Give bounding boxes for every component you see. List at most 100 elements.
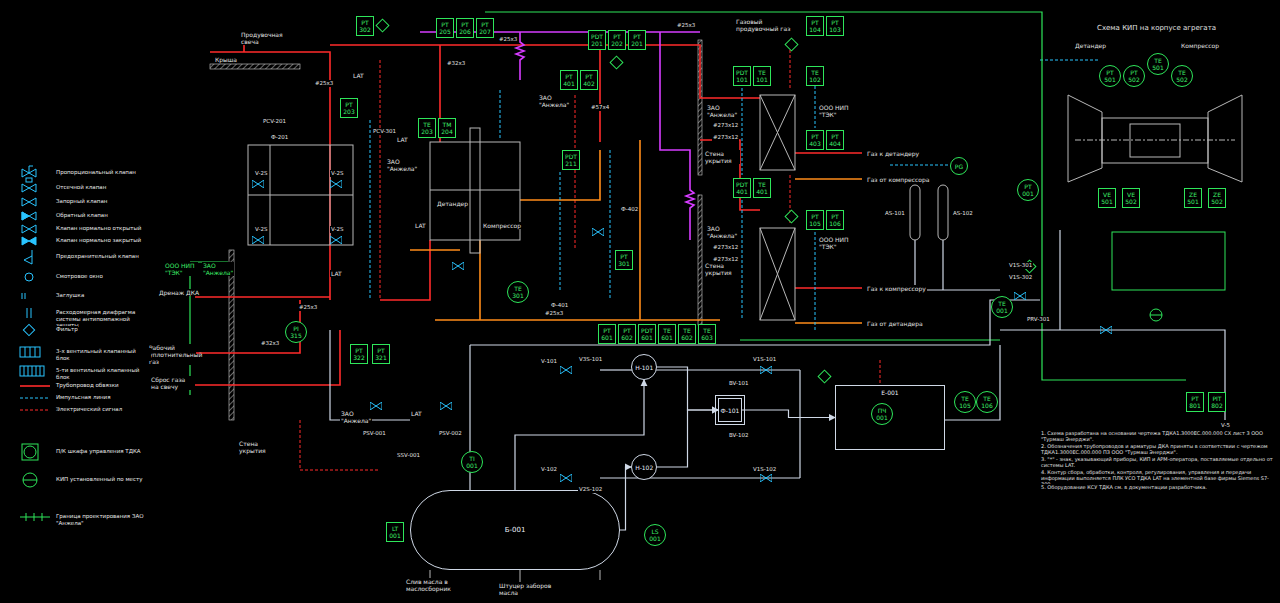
instrument-circle: TE 301 (507, 281, 529, 303)
legend-symbol (25, 347, 35, 357)
instrument-tag: PT 105 (806, 210, 824, 230)
instrument-tag: PDT 211 (562, 150, 580, 170)
tag-text: TE 301 (511, 285, 526, 299)
annotation-label: LAT (410, 410, 423, 417)
oil-vessel: Б-001 (410, 490, 620, 570)
instrument-tag: PT 404 (826, 130, 844, 150)
valve-symbol (560, 366, 572, 374)
valve-symbol (370, 402, 382, 410)
oil-pipe (435, 319, 720, 321)
instrument-tag: PDT 101 (733, 66, 751, 86)
legend-symbol (24, 366, 40, 376)
plc-signal-diamond (785, 38, 798, 51)
instrument-circle: PT 502 (1123, 65, 1145, 87)
legend-text: Обратный клапан (56, 212, 108, 219)
annotation-label: Газ от детандера (866, 320, 924, 327)
instrument-tag: PIT 802 (1208, 392, 1226, 412)
annotation-label: ЗАО "Анжела" (706, 225, 738, 239)
purge-pipe (660, 32, 694, 240)
instrument-tag: PT 321 (372, 344, 390, 364)
instrument-circle: PG (950, 157, 968, 175)
equipment-outline (760, 95, 795, 170)
legend-symbol (22, 212, 29, 220)
legend-symbol (20, 166, 50, 521)
annotation-label: PSV-002 (438, 430, 463, 437)
impulse-line (610, 150, 611, 300)
legend-symbol (25, 273, 33, 281)
pump-symbol: Н-101 (631, 354, 657, 380)
instrument-tag: ZE 502 (1208, 188, 1226, 208)
pipe-connector (620, 467, 631, 530)
legend-symbol (26, 178, 32, 182)
tag-text: PDT 401 (734, 181, 750, 195)
legend-text: Клапан нормально открытый (56, 225, 141, 232)
oil-pipe (639, 140, 641, 320)
annotation-label: Стена укрытия (704, 150, 740, 164)
equipment-outline (1150, 315, 1162, 316)
annotation-label: #25x3 (298, 304, 318, 311)
legend-symbol (22, 225, 36, 233)
tag-text: LS 001 (648, 528, 663, 542)
annotation-label: PSV-001 (362, 430, 387, 437)
equipment-outline (1130, 124, 1180, 157)
annotation-label: SSV-001 (396, 452, 421, 459)
annotation-label: ООО НИП "ТЭК" (818, 104, 852, 118)
annotation-label: ЗАО "Анжела" (538, 94, 570, 108)
legend-text: 5-ти вентильный клапанный блок (56, 367, 151, 380)
gas-pipe (330, 45, 760, 98)
tag-text: TE 001 (995, 300, 1010, 314)
instrument-tag: PT 322 (350, 344, 368, 364)
valve-symbol (252, 236, 264, 244)
instrument-tag: PT 201 (628, 30, 646, 50)
equipment-outline (1075, 140, 1235, 141)
annotation-label: LAT (352, 72, 365, 79)
tag-text: PI 315 (289, 325, 304, 339)
tag-text: TE 502 (1175, 69, 1190, 83)
tag-text: TE 101 (754, 69, 770, 83)
annotation-label: V1S-101 (752, 356, 777, 363)
annotation-label: #273x12 (712, 134, 739, 141)
tag-text: TE 105 (958, 395, 973, 409)
tag-text: VE 502 (1123, 191, 1139, 205)
equipment-outline (248, 145, 353, 245)
tag-text: PT 501 (1103, 69, 1118, 83)
valve-symbol (252, 180, 1112, 482)
annotation-label: #25x3 (498, 36, 518, 43)
tag-text: PT 207 (477, 21, 493, 35)
legend-symbol (22, 198, 36, 206)
valve-symbol (440, 402, 452, 410)
electrical-signal (380, 60, 381, 300)
legend-symbol (24, 250, 32, 264)
annotation-label: V-101 (540, 358, 558, 365)
tag-text: PT 203 (341, 101, 357, 115)
tag-text: PT 801 (1187, 395, 1203, 409)
tag-text: PDT 211 (563, 153, 579, 167)
legend-text: Трубопровод обвязки (56, 382, 119, 389)
pump-symbol: Н-102 (631, 454, 657, 480)
annotation-label: V-2S (254, 226, 268, 233)
instrument-circle: TE 502 (1171, 65, 1193, 87)
plc-signal-diamond (376, 19, 1036, 383)
annotation-label: V1S-302 (1008, 274, 1033, 281)
tag-text: PT 321 (373, 347, 389, 361)
legend-symbol (24, 446, 36, 458)
legend-symbol (23, 480, 37, 481)
equipment-outline (938, 185, 948, 240)
equipment-outline (248, 95, 1242, 585)
annotation-label: Слив масла в маслосборник (405, 578, 469, 592)
annotation-label: Стена укрытия (238, 440, 274, 454)
legend-text: Фильтр (56, 326, 78, 333)
tag-text: PT 402 (581, 73, 597, 87)
tag-text: TE 106 (980, 395, 995, 409)
note-text: 3. "*" - знак, указывающий приборы, КИП … (1040, 456, 1277, 468)
tag-text: PT 302 (357, 19, 373, 33)
instrument-tag: TE 601 (658, 324, 676, 344)
instrument-tag: PDT 401 (733, 178, 751, 198)
tag-text: TI 001 (465, 455, 480, 469)
legend-text: Электрический сигнал (56, 406, 122, 413)
instrument-tag: VE 502 (1122, 188, 1140, 208)
instrument-circle: TE 001 (991, 296, 1013, 318)
legend-symbol (20, 347, 40, 357)
tag-text: PT 301 (616, 253, 632, 267)
